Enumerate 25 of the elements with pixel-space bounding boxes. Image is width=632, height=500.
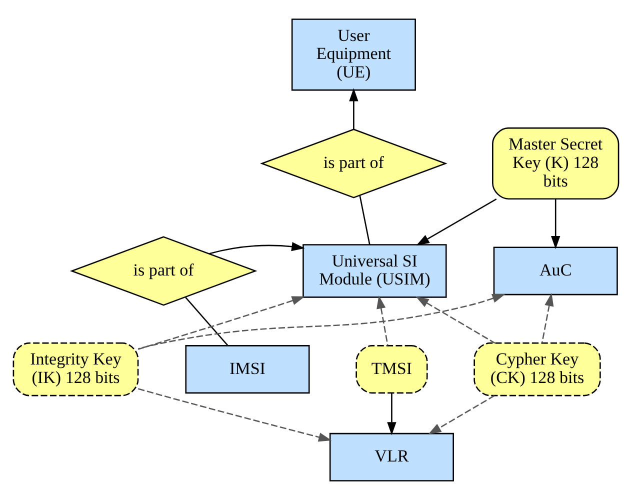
node-diamond: is part of: [260, 128, 448, 198]
arrow: [416, 198, 497, 246]
arrow: [541, 293, 554, 343]
arrow: [208, 242, 305, 254]
arrow: [138, 294, 506, 350]
node-box: IMSI: [185, 345, 310, 394]
node-box: TMSI: [356, 345, 428, 394]
arrow: [138, 296, 306, 350]
node-box: Cypher Key (CK) 128 bits: [474, 342, 601, 396]
node-box: Master Secret Key (K) 128 bits: [492, 127, 620, 200]
arrow: [428, 395, 495, 435]
node-box: User Equipment (UE): [291, 18, 416, 91]
node-box: VLR: [329, 432, 454, 482]
node-box: Integrity Key (IK) 128 bits: [12, 342, 139, 396]
connector: [185, 297, 228, 346]
node-box: Universal SI Module (USIM): [302, 244, 447, 298]
arrow: [387, 393, 396, 436]
connector: [359, 196, 370, 245]
arrow: [138, 388, 332, 442]
node-box: AuC: [493, 246, 618, 296]
arrow: [349, 88, 358, 130]
arrow: [376, 295, 388, 346]
node-diamond: is part of: [70, 236, 258, 306]
arrow: [551, 199, 560, 250]
arrow: [416, 296, 496, 344]
